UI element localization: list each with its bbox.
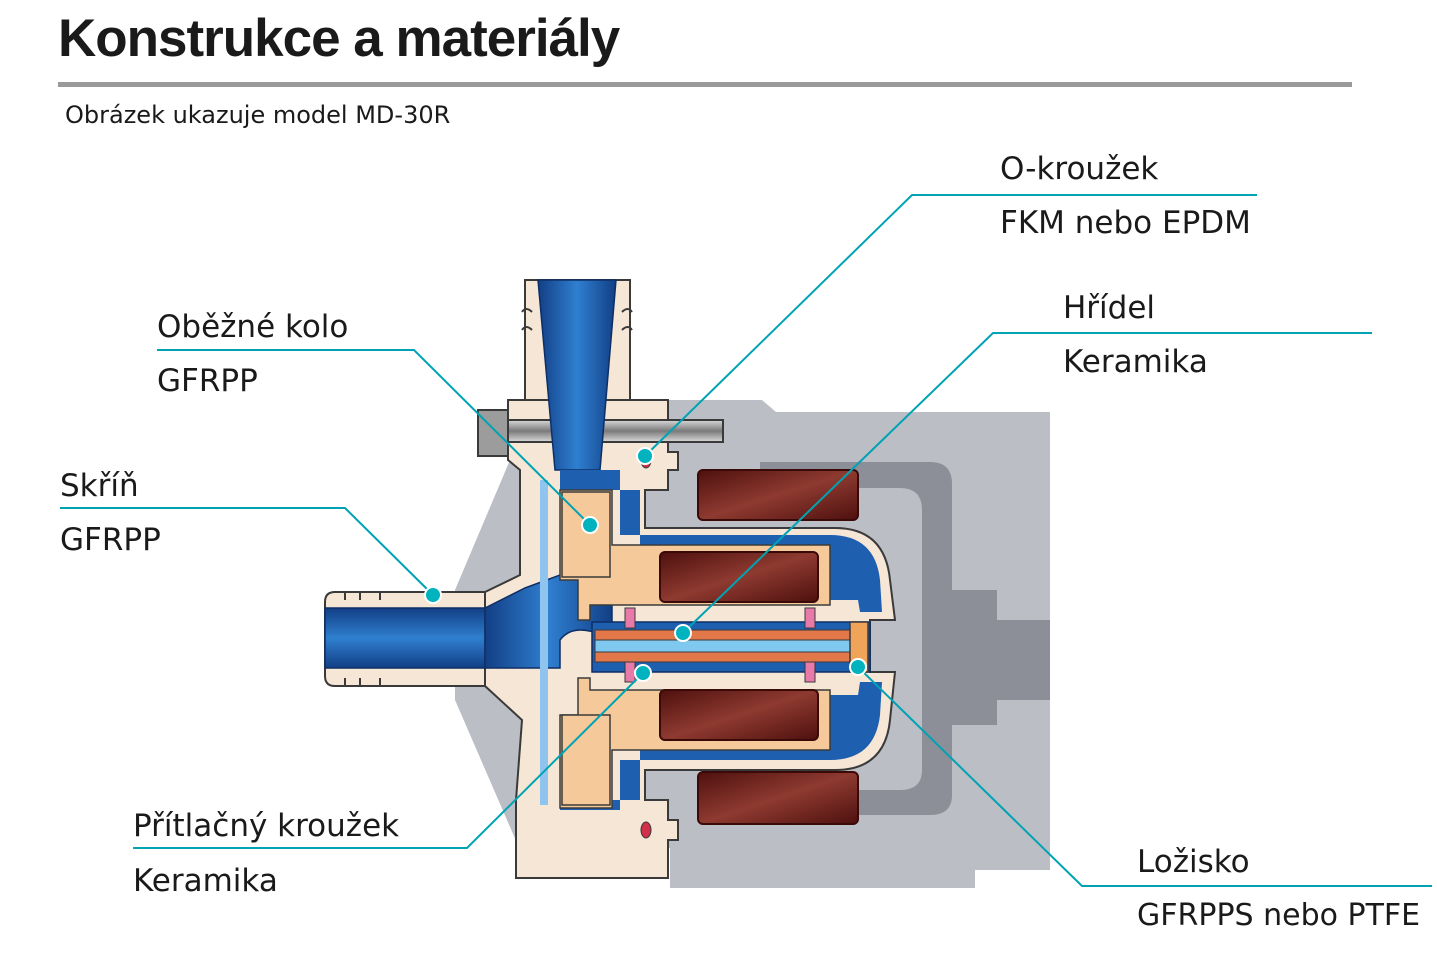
o-ring-label: O-kroužek (1000, 151, 1159, 187)
outer-magnets (697, 469, 859, 825)
casing-label: Skříň (60, 468, 139, 504)
o-ring-dot (636, 447, 654, 465)
impeller-material: GFRPP (157, 363, 258, 399)
subtitle: Obrázek ukazuje model MD-30R (65, 101, 451, 129)
o-ring-material: FKM nebo EPDM (1000, 205, 1251, 241)
shaft-assembly (591, 607, 871, 683)
title-rule (58, 82, 1352, 87)
thrust-ring-dot (634, 664, 652, 682)
impeller-dot (581, 516, 599, 534)
impeller-label: Oběžné kolo (157, 309, 349, 345)
shaft-dot (674, 624, 692, 642)
casing-dot (424, 586, 442, 604)
bearing-dot (849, 658, 867, 676)
thrust-ring-label: Přítlačný kroužek (133, 808, 400, 844)
bearing-material: GFRPPS nebo PTFE (1137, 898, 1421, 933)
inner-magnets (659, 551, 819, 741)
shaft-material: Keramika (1063, 344, 1208, 380)
page-title: Konstrukce a materiály (58, 9, 620, 68)
bearing-label: Ložisko (1137, 844, 1250, 880)
leader-lines (60, 194, 1432, 887)
casing-material: GFRPP (60, 522, 161, 558)
callout-dots (424, 447, 867, 682)
thrust-ring-material: Keramika (133, 863, 278, 899)
shaft-label: Hřídel (1063, 290, 1156, 326)
